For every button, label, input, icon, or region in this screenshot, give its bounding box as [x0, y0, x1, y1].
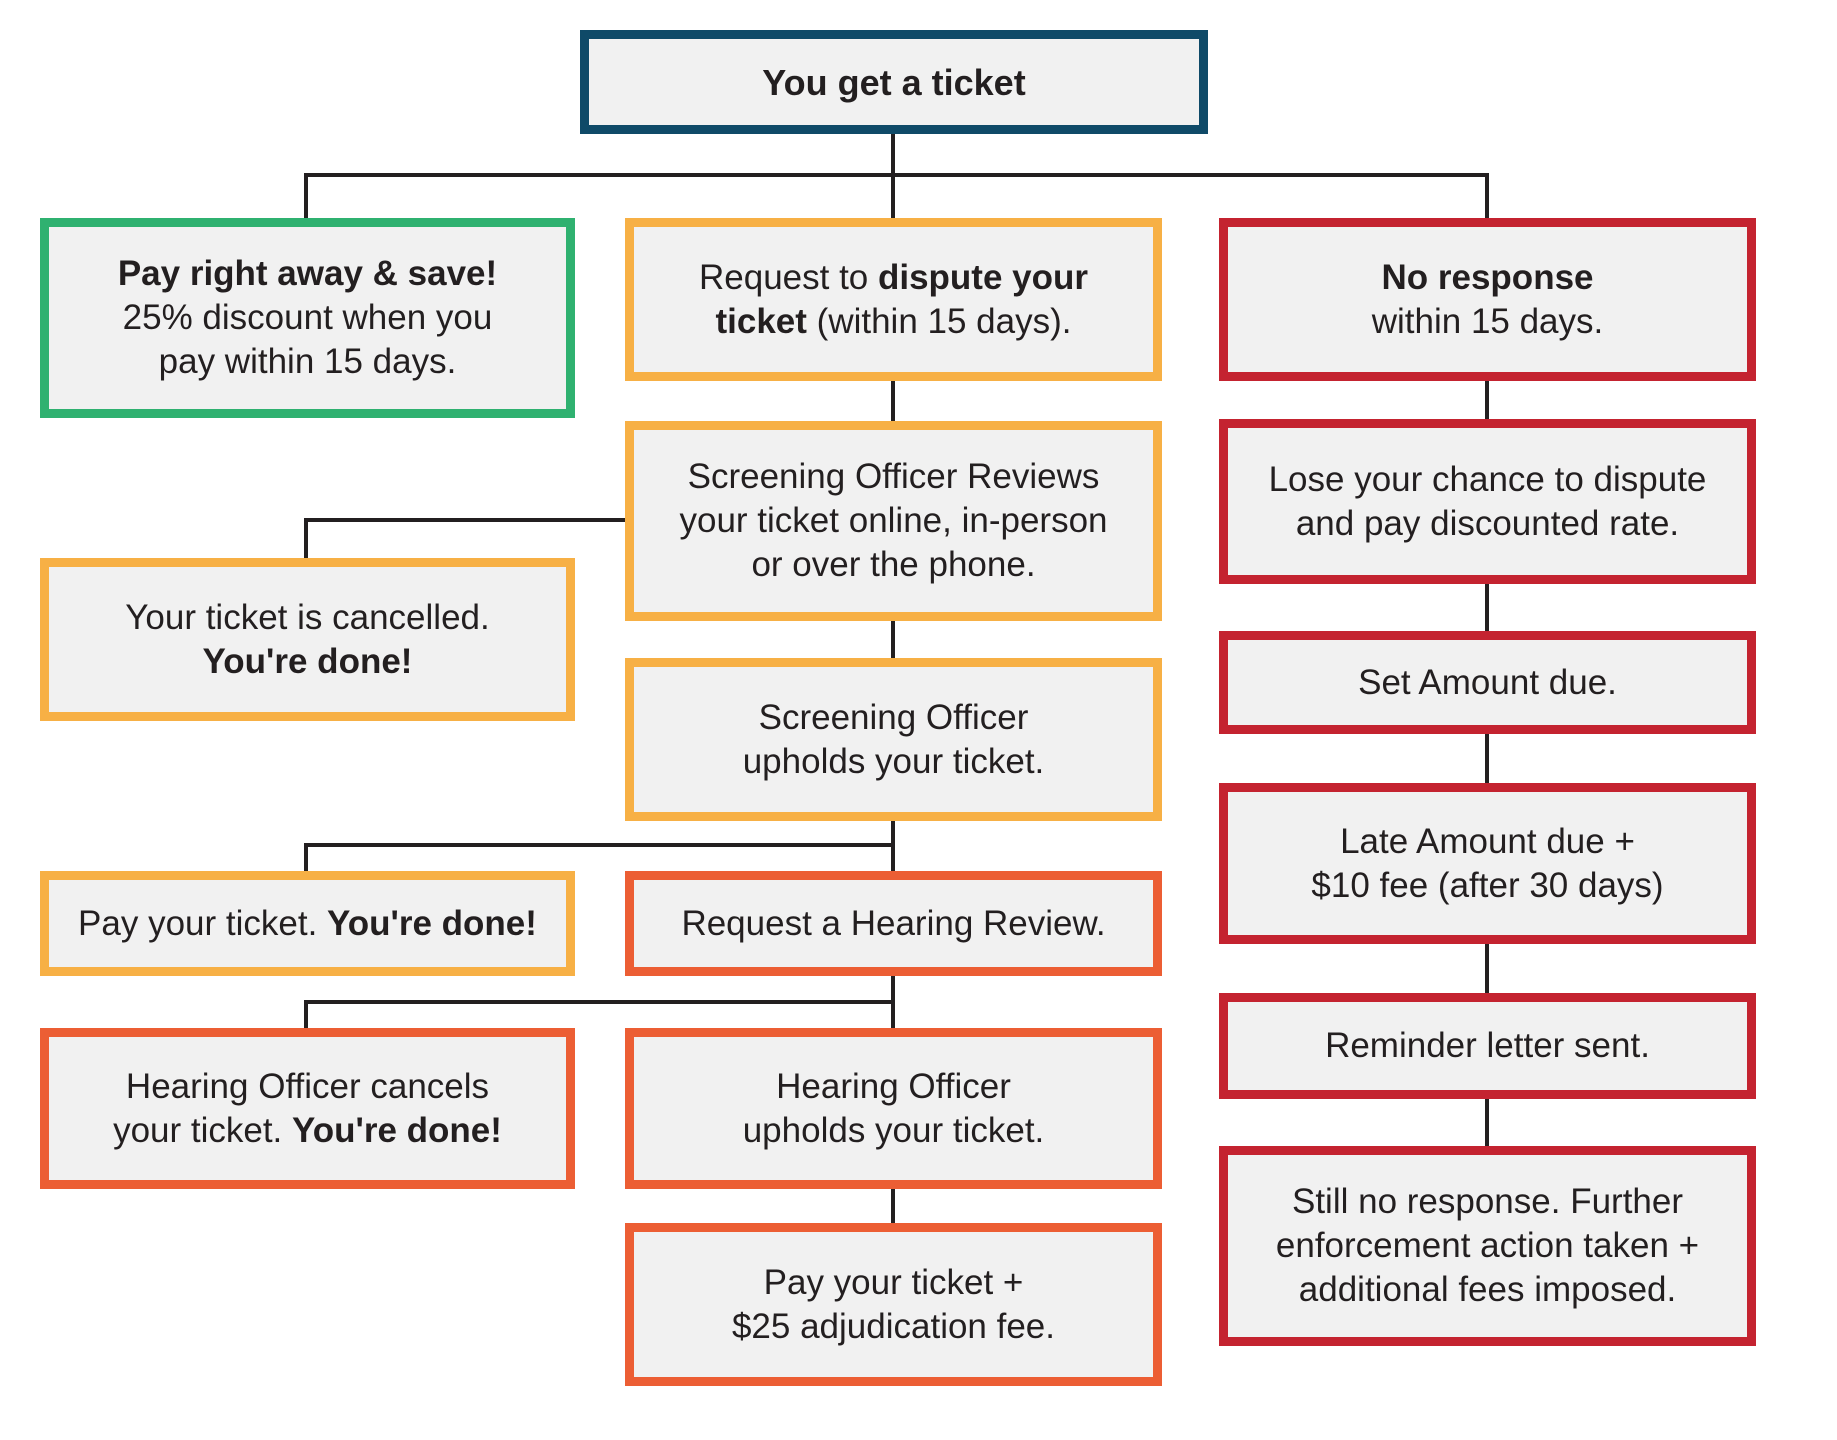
node-text: Pay your ticket.	[78, 903, 328, 943]
node-text: Request a Hearing Review.	[681, 903, 1106, 943]
node-text: enforcement action taken +	[1275, 1226, 1700, 1266]
node-text-bold: ticket	[715, 301, 807, 341]
node-text: pay within 15 days.	[158, 341, 457, 381]
node-you-get-a-ticket: You get a ticket	[580, 30, 1208, 134]
node-screening-review: Screening Officer Reviews your ticket on…	[625, 421, 1162, 621]
node-heading: No response	[1381, 257, 1594, 297]
node-text: Still no response. Further	[1291, 1182, 1683, 1222]
node-text-bold: You're done!	[327, 903, 537, 943]
node-text: upholds your ticket.	[742, 741, 1045, 781]
node-text-bold: You're done!	[202, 641, 413, 681]
node-set-amount: Set Amount due.	[1219, 631, 1756, 734]
node-text: $25 adjudication fee.	[731, 1306, 1056, 1346]
node-late-amount: Late Amount due + $10 fee (after 30 days…	[1219, 783, 1756, 944]
node-text: or over the phone.	[751, 544, 1036, 584]
node-request-hearing: Request a Hearing Review.	[625, 871, 1162, 976]
node-text: Screening Officer	[758, 697, 1029, 737]
node-text-bold: dispute your	[877, 257, 1089, 297]
node-text: $10 fee (after 30 days)	[1311, 865, 1664, 905]
node-text: upholds your ticket.	[742, 1110, 1045, 1150]
node-reminder-letter: Reminder letter sent.	[1219, 993, 1756, 1099]
node-pay-right-away: Pay right away & save! 25% discount when…	[40, 218, 575, 418]
node-heading: Pay right away & save!	[117, 254, 498, 294]
node-text: within 15 days.	[1371, 301, 1604, 341]
node-text: 25% discount when you	[122, 298, 493, 338]
node-text: your ticket online, in-person	[679, 501, 1108, 541]
node-text: Pay your ticket +	[763, 1262, 1024, 1302]
node-text: Lose your chance to dispute	[1268, 459, 1707, 499]
node-hearing-cancels: Hearing Officer cancels your ticket. You…	[40, 1028, 575, 1189]
node-text: Hearing Officer	[776, 1066, 1011, 1106]
node-hearing-upholds: Hearing Officer upholds your ticket.	[625, 1028, 1162, 1189]
node-text-bold: You're done!	[292, 1110, 502, 1150]
node-text: Screening Officer Reviews	[687, 457, 1100, 497]
node-text: Set Amount due.	[1358, 662, 1617, 702]
node-text: your ticket.	[113, 1110, 293, 1150]
node-text: and pay discounted rate.	[1295, 503, 1680, 543]
node-pay-adjudication-fee: Pay your ticket + $25 adjudication fee.	[625, 1223, 1162, 1386]
node-text: You get a ticket	[762, 61, 1026, 103]
node-pay-ticket-done: Pay your ticket. You're done!	[40, 871, 575, 976]
node-text: (within 15 days).	[806, 301, 1072, 341]
node-text: Your ticket is cancelled.	[125, 597, 490, 637]
node-text: Reminder letter sent.	[1325, 1026, 1650, 1066]
node-ticket-cancelled: Your ticket is cancelled. You're done!	[40, 558, 575, 721]
node-screening-upholds: Screening Officer upholds your ticket.	[625, 658, 1162, 821]
node-request-dispute: Request to dispute your ticket (within 1…	[625, 218, 1162, 381]
node-text: additional fees imposed.	[1298, 1269, 1677, 1309]
node-further-action: Still no response. Further enforcement a…	[1219, 1146, 1756, 1346]
node-text: Request to	[698, 257, 878, 297]
node-lose-chance: Lose your chance to dispute and pay disc…	[1219, 419, 1756, 584]
node-no-response: No response within 15 days.	[1219, 218, 1756, 381]
node-text: Late Amount due +	[1340, 821, 1635, 861]
node-text: Hearing Officer cancels	[125, 1066, 490, 1106]
